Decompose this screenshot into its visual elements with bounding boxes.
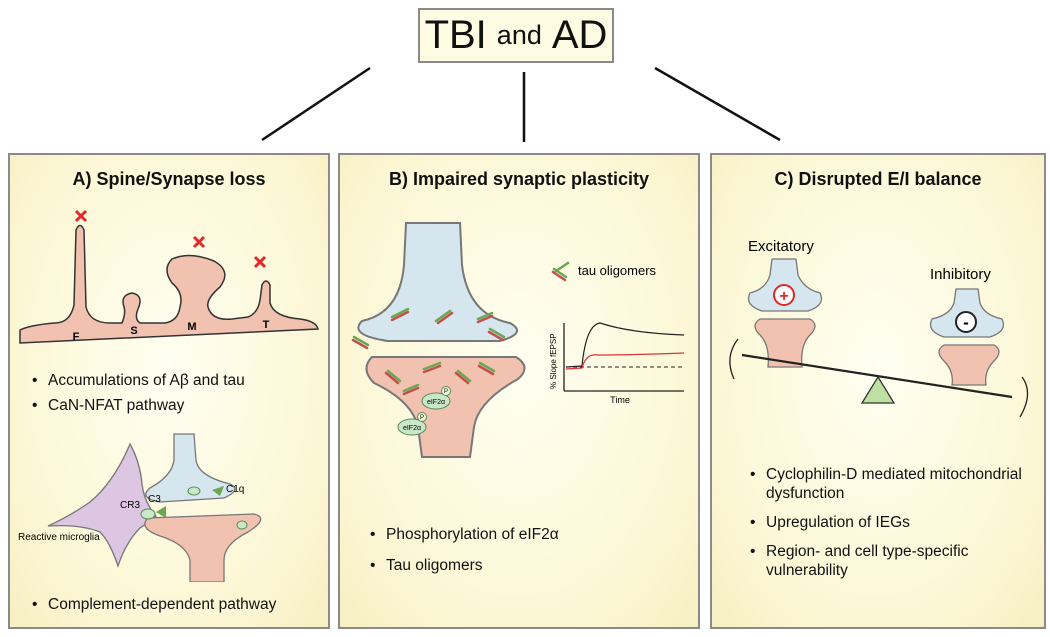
- label-c3: C3: [148, 494, 161, 505]
- microglia-synapse-diagram: CR3 C3 C1q Reactive microglia: [18, 433, 262, 582]
- phosphate-label: P: [444, 389, 448, 395]
- ei-balance-diagram: Excitatory Inhibitory + -: [729, 238, 1029, 418]
- title-tbi: TBI: [424, 13, 487, 57]
- postsynaptic-terminal: [144, 513, 262, 582]
- bullet-item: Upregulation of IEGs: [750, 513, 1030, 532]
- excitatory-label: Excitatory: [748, 238, 814, 255]
- eif2a-molecule: [397, 418, 427, 436]
- label-cr3: CR3: [120, 500, 140, 511]
- title-and: and: [496, 20, 542, 50]
- fulcrum-triangle: [860, 375, 896, 404]
- panel-c-bullets: Cyclophilin-D mediated mitochondrial dys…: [750, 465, 1030, 580]
- connector-lines: [261, 66, 781, 142]
- eif2a-label: eIF2α: [403, 425, 421, 432]
- microglia-cell: [47, 442, 157, 569]
- eif2a-molecule: [421, 392, 451, 410]
- presynaptic-terminal: [357, 222, 519, 342]
- plus-icon: [773, 284, 795, 306]
- spine-label-f: F: [73, 331, 80, 343]
- connector-c: [654, 66, 781, 142]
- phosphate-icon: [417, 412, 427, 422]
- plot-ylabel: % Slope fEPSP: [549, 333, 558, 389]
- minus-icon: [955, 311, 977, 333]
- panel-a-bottom-bullets: Complement-dependent pathway: [32, 595, 276, 614]
- panel-spine-synapse-loss: A) Spine/Synapse loss F S M T Accumulati…: [8, 153, 330, 629]
- rotate-arrow-icon: [1019, 376, 1029, 418]
- cr3-receptor-icon: [140, 508, 156, 520]
- synapse-tau-diagram: eIF2α P eIF2α P tau oligomers % Slope fE…: [351, 222, 685, 458]
- dendritic-spines-diagram: F S M T: [19, 209, 319, 344]
- vesicle: [187, 486, 201, 496]
- presynaptic-terminal: [145, 433, 236, 503]
- c1q-icon: [212, 486, 224, 496]
- bullet-item: Accumulations of Aβ and tau: [32, 371, 245, 390]
- tau-legend-label: tau oligomers: [578, 263, 657, 278]
- vesicle: [236, 520, 248, 530]
- connector-a: [261, 66, 371, 142]
- bullet-item: Cyclophilin-D mediated mitochondrial dys…: [750, 465, 1030, 503]
- c3-icon: [156, 506, 166, 518]
- spine-label-t: T: [263, 319, 270, 331]
- label-c1q: C1q: [226, 484, 244, 495]
- bullet-item: CaN-NFAT pathway: [32, 396, 245, 415]
- excitatory-postsynapse: [754, 318, 816, 368]
- tau-oligomers: [351, 267, 568, 396]
- title-ad: AD: [551, 13, 608, 57]
- cross-icon: [74, 209, 88, 223]
- cross-icon: [253, 255, 267, 269]
- panel-a-title: A) Spine/Synapse loss: [72, 169, 266, 189]
- spine-label-m: M: [187, 321, 196, 333]
- panel-a-bullets: Accumulations of Aβ and tau CaN-NFAT pat…: [32, 371, 245, 415]
- dendrite-shape: [19, 224, 319, 344]
- bullet-item: Tau oligomers: [370, 556, 559, 575]
- balance-beam: [741, 353, 1013, 399]
- cross-icon: [192, 235, 206, 249]
- microglia-label: Reactive microglia: [18, 532, 100, 543]
- plot-xlabel: Time: [610, 395, 630, 405]
- panel-impaired-plasticity: B) Impaired synaptic plasticity eIF2α P …: [338, 153, 700, 629]
- plus-sign: +: [779, 288, 788, 305]
- panel-b-bullets: Phosphorylation of eIF2α Tau oligomers: [370, 525, 559, 575]
- bullet-item: Complement-dependent pathway: [32, 595, 276, 614]
- minus-sign: -: [963, 313, 969, 332]
- bullet-item: Phosphorylation of eIF2α: [370, 525, 559, 544]
- inhibitory-postsynapse: [938, 344, 1000, 386]
- bullet-item: Region- and cell type-specific vulnerabi…: [750, 542, 1030, 580]
- panel-b-title: B) Impaired synaptic plasticity: [388, 169, 650, 189]
- tau-legend-icon: [554, 261, 570, 273]
- spine-label-s: S: [130, 325, 137, 337]
- fepsp-plot: % Slope fEPSP Time: [549, 322, 685, 405]
- panel-c-title: C) Disrupted E/I balance: [774, 169, 982, 189]
- main-title-box: TBI and AD: [418, 8, 614, 63]
- phosphate-label: P: [420, 415, 424, 421]
- rotate-arrow-icon: [729, 338, 739, 380]
- phosphate-icon: [441, 386, 451, 396]
- eif2a-label: eIF2α: [427, 399, 445, 406]
- panel-disrupted-ei-balance: C) Disrupted E/I balance Excitatory Inhi…: [710, 153, 1046, 629]
- inhibitory-label: Inhibitory: [930, 266, 991, 283]
